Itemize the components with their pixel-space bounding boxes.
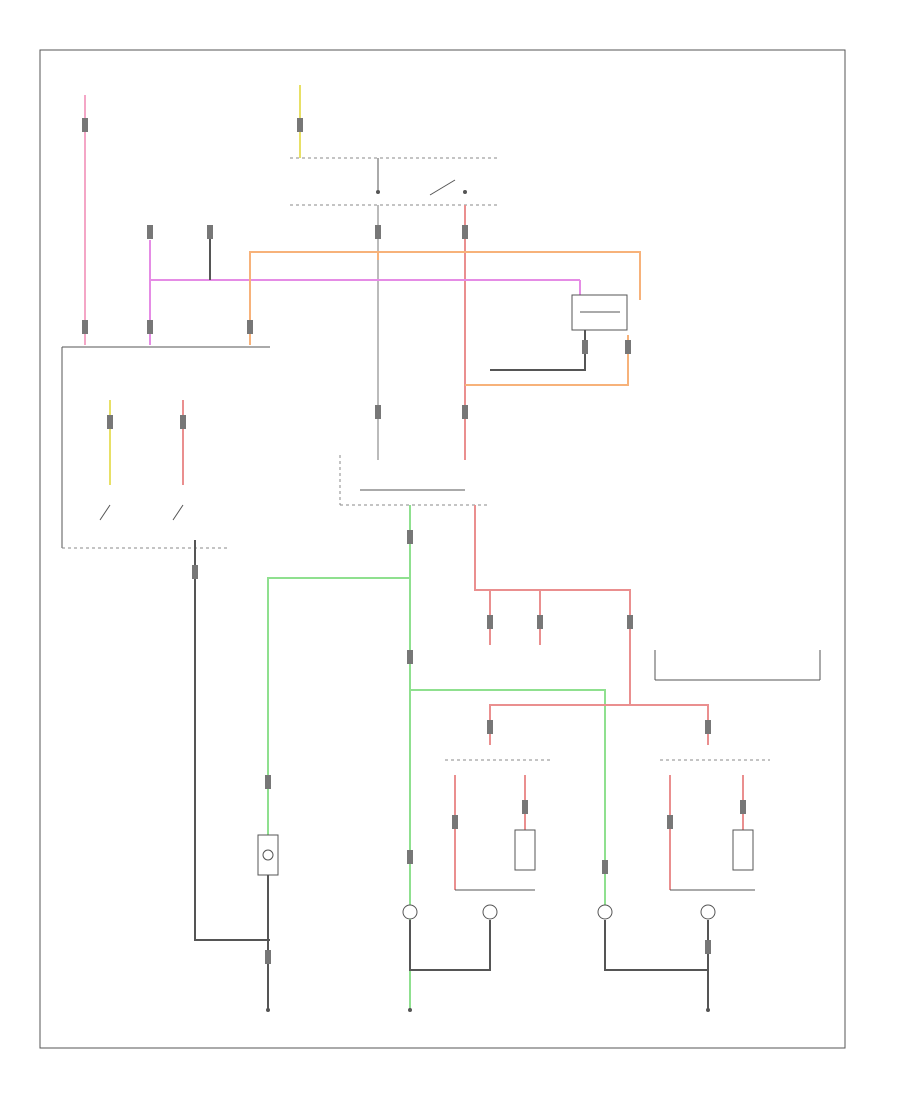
- lamp-assembly-right: [597, 759, 770, 1010]
- note-box: [654, 650, 821, 681]
- ground-points: [266, 1008, 710, 1012]
- indicator-lamp: [257, 834, 279, 1010]
- wire-magenta: [147, 225, 581, 345]
- wire-black-left: [194, 540, 270, 941]
- turn-signal-switch-block: [339, 455, 490, 506]
- power-feed-left: [82, 95, 88, 345]
- power-feed-center: [290, 85, 500, 206]
- relay-component: [490, 294, 628, 371]
- wire-red: [474, 505, 711, 745]
- wire-green: [265, 505, 608, 1010]
- headlamp-switch-block: [61, 346, 270, 549]
- wire-orange: [247, 251, 641, 386]
- diagram-border: [39, 49, 846, 1049]
- lamp-assembly-left: [402, 759, 550, 971]
